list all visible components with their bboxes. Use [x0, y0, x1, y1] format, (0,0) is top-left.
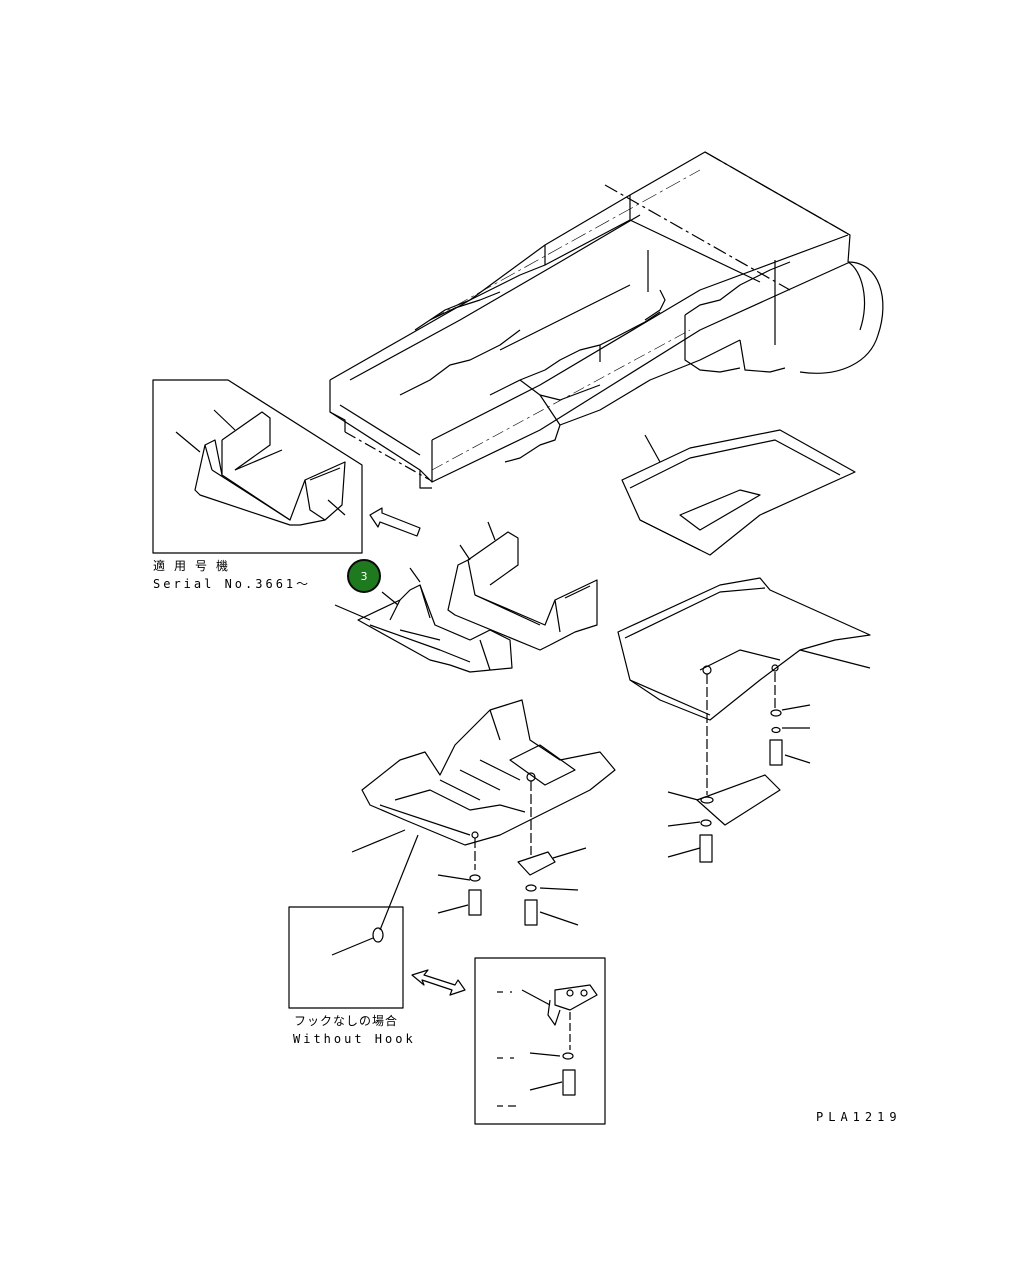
- serial-inset-box: [152, 379, 363, 554]
- part-callout-3[interactable]: 3: [347, 559, 381, 593]
- without-hook-label-en: Without Hook: [293, 1032, 416, 1046]
- applicable-serial-label-jp: 適用号機: [153, 559, 238, 573]
- machine-frame: [329, 151, 884, 489]
- center-guard-parts: [334, 521, 598, 673]
- lower-center-guard: [351, 699, 616, 931]
- right-upper-tray: [621, 429, 856, 556]
- double-arrow: [411, 969, 466, 996]
- applicable-serial-label-en: Serial No.3661～: [153, 577, 312, 591]
- without-hook-inset: [288, 906, 404, 1009]
- drawing-code: PLA1219: [816, 1110, 902, 1124]
- right-lower-guard: [617, 577, 871, 863]
- hook-inset-box: [474, 957, 606, 1125]
- pointer-arrow: [369, 507, 421, 537]
- without-hook-label-jp: フックなしの場合: [294, 1014, 399, 1028]
